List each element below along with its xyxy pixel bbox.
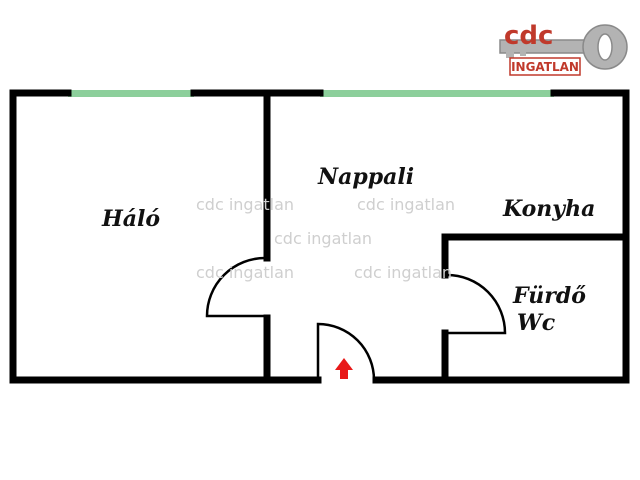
door-entrance (316, 322, 376, 381)
logo-brand: cdc (504, 21, 553, 51)
window-halo (68, 90, 194, 97)
walls (9, 89, 630, 384)
watermark: cdc ingatlan (196, 195, 294, 214)
window-nappali (320, 90, 554, 97)
room-label-konyha: Konyha (502, 196, 595, 222)
door-halo (205, 256, 266, 318)
arrow-up-icon (335, 358, 353, 379)
watermark: cdc ingatlan (274, 229, 372, 248)
logo-subtitle: INGATLAN (511, 60, 579, 74)
logo: cdc INGATLAN (499, 21, 628, 76)
room-label-nappali: Nappali (317, 164, 414, 190)
door-furdo (446, 273, 507, 335)
watermarks: cdc ingatlan cdc ingatlan cdc ingatlan c… (196, 195, 455, 282)
room-label-wc: Wc (517, 310, 556, 336)
key-icon (499, 24, 628, 70)
windows (68, 90, 554, 97)
watermark: cdc ingatlan (354, 263, 452, 282)
doors (205, 256, 507, 381)
watermark: cdc ingatlan (357, 195, 455, 214)
logo-subtitle-box (509, 57, 581, 76)
room-label-furdo: Fürdő (512, 283, 586, 309)
room-label-halo: Háló (101, 206, 160, 232)
watermark: cdc ingatlan (196, 263, 294, 282)
